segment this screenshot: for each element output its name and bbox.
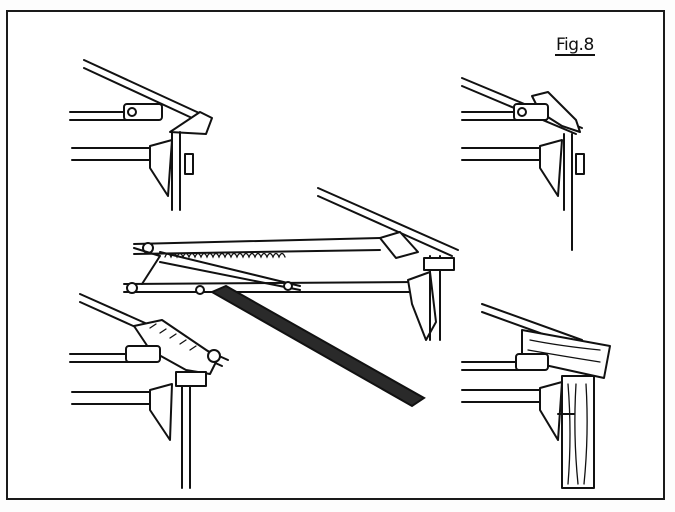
- detail-center-stay: [123, 187, 459, 408]
- detail-bottom-right: [461, 303, 611, 489]
- detail-bottom-left: [69, 293, 229, 489]
- figure-label: Fig.8: [555, 35, 595, 56]
- detail-top-left: [69, 59, 213, 211]
- detail-top-right: [461, 77, 585, 251]
